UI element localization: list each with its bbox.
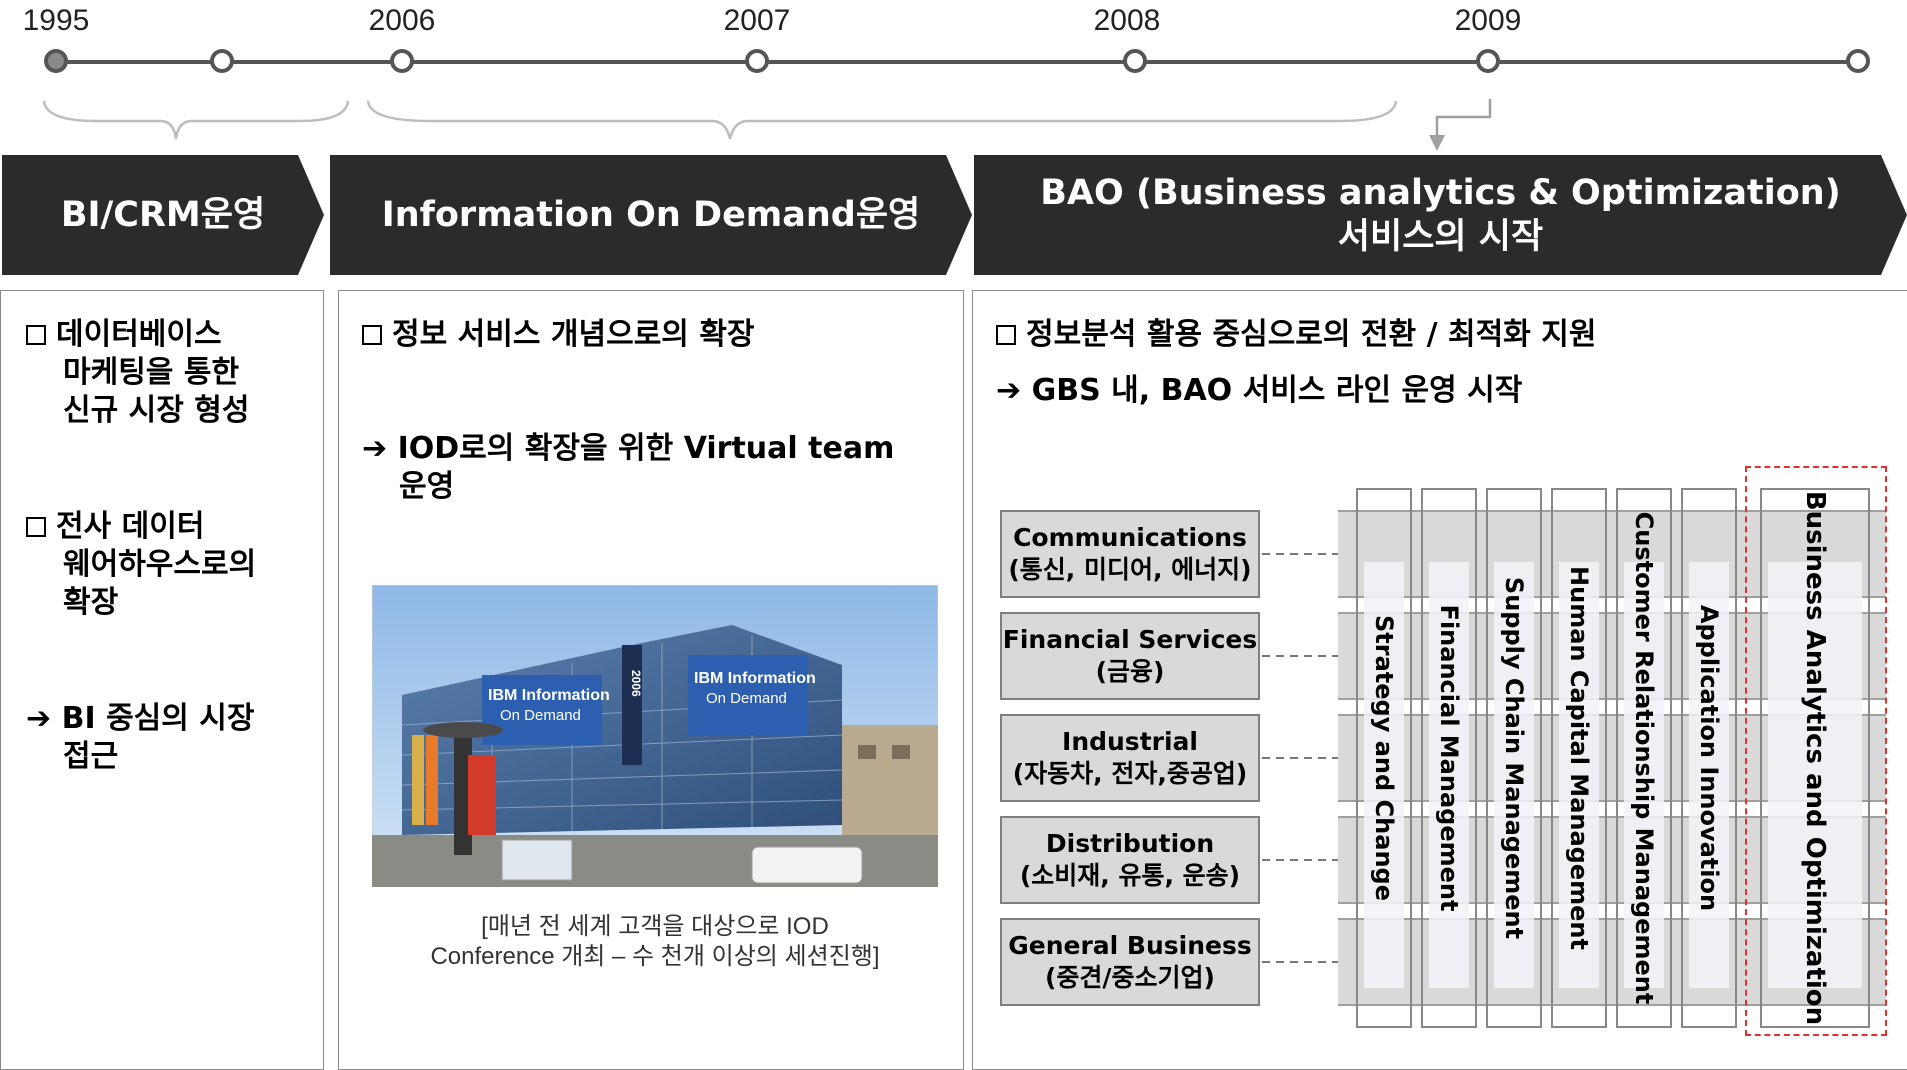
iod-conference-photo: IBM Information On Demand IBM Informatio… (372, 585, 938, 887)
photo-caption: [매년 전 세계 고객을 대상으로 IOD Conference 개최 – 수 … (430, 913, 880, 970)
panel1-bullet-1: 데이터베이스 마케팅을 통한 신규 시장 형성 (26, 316, 250, 430)
svg-text:IBM Information: IBM Information (694, 670, 816, 687)
checkbox-bullet-icon (26, 325, 46, 345)
year-2009: 2009 (1454, 4, 1522, 37)
service-supply-chain-management: Supply Chain Management (1486, 488, 1542, 1028)
panel2-arrow-point: ➔ IOD로의 확장을 위한 Virtual team 운영 (362, 431, 895, 504)
iod-banner-left (482, 675, 602, 745)
row-connector (1262, 655, 1338, 657)
timeline-axis (56, 60, 1856, 64)
header-iod: Information On Demand운영 (330, 155, 972, 275)
header-bi-crm: BI/CRM운영 (2, 155, 324, 275)
svg-text:IBM Information: IBM Information (488, 687, 610, 704)
year-1995: 1995 (22, 4, 90, 37)
row-connector (1262, 553, 1338, 555)
right-arrow-icon: ➔ (362, 431, 388, 466)
year-2006: 2006 (368, 4, 436, 37)
brace-bi-crm (42, 100, 350, 140)
bao-highlight-box (1745, 466, 1887, 1036)
svg-text:On Demand: On Demand (706, 690, 787, 707)
year-2007: 2007 (723, 4, 791, 37)
svg-text:On Demand: On Demand (500, 707, 581, 724)
row-connector (1262, 757, 1338, 759)
checkbox-bullet-icon (26, 517, 46, 537)
checkbox-bullet-icon (362, 325, 382, 345)
panel3-bullet-1: 정보분석 활용 중심으로의 전환 / 최적화 지원 (996, 316, 1596, 354)
service-business-analytics-and-optimization: Business Analytics and Optimization (1760, 488, 1870, 1028)
panel3-arrow-point: ➔ GBS 내, BAO 서비스 라인 운영 시작 (996, 373, 1523, 408)
service-customer-relationship-management: Customer Relationship Management (1616, 488, 1672, 1028)
timeline-node-2007 (745, 49, 769, 73)
service-strategy-and-change: Strategy and Change (1356, 488, 1412, 1028)
industry-communications: Communications(통신, 미디어, 에너지) (1000, 510, 1260, 598)
industry-financial-services: Financial Services(금융) (1000, 612, 1260, 700)
panel2-bullet-1: 정보 서비스 개념으로의 확장 (362, 316, 755, 354)
timeline-node-end (1846, 49, 1870, 73)
service-financial-management: Financial Management (1421, 488, 1477, 1028)
header-bao-line2: 서비스의 시작 (1337, 217, 1544, 257)
header-iod-label: Information On Demand운영 (381, 195, 921, 235)
panel1-arrow-point: ➔ BI 중심의 시장 접근 (26, 701, 255, 774)
header-bao: BAO (Business analytics & Optimization) … (974, 155, 1907, 275)
timeline-node-2009 (1476, 49, 1500, 73)
svg-text:2006: 2006 (629, 670, 643, 697)
right-arrow-icon: ➔ (26, 701, 52, 736)
service-application-innovation: Application Innovation (1681, 488, 1737, 1028)
industry-industrial: Industrial(자동차, 전자,중공업) (1000, 714, 1260, 802)
timeline-node-2008 (1123, 49, 1147, 73)
timeline-braces (42, 99, 1492, 151)
timeline-node-1995 (44, 49, 68, 73)
connector-2009 (1435, 99, 1492, 137)
right-arrow-icon: ➔ (996, 373, 1022, 408)
year-2008: 2008 (1093, 4, 1161, 37)
panel1-bullet-2: 전사 데이터 웨어하우스로의 확장 (26, 508, 256, 622)
timeline-node (210, 49, 234, 73)
header-bi-crm-label: BI/CRM운영 (60, 195, 266, 235)
row-connector (1262, 961, 1338, 963)
header-bao-line1: BAO (Business analytics & Optimization) (1040, 173, 1841, 213)
industry-distribution: Distribution(소비재, 유통, 운송) (1000, 816, 1260, 904)
brace-iod (366, 100, 1398, 140)
service-human-capital-management: Human Capital Management (1551, 488, 1607, 1028)
row-connector (1262, 859, 1338, 861)
timeline-node-2006 (390, 49, 414, 73)
checkbox-bullet-icon (996, 325, 1016, 345)
iod-banner-right (688, 655, 808, 735)
connector-arrowhead (1429, 135, 1445, 151)
industry-general-business: General Business(중견/중소기업) (1000, 918, 1260, 1006)
